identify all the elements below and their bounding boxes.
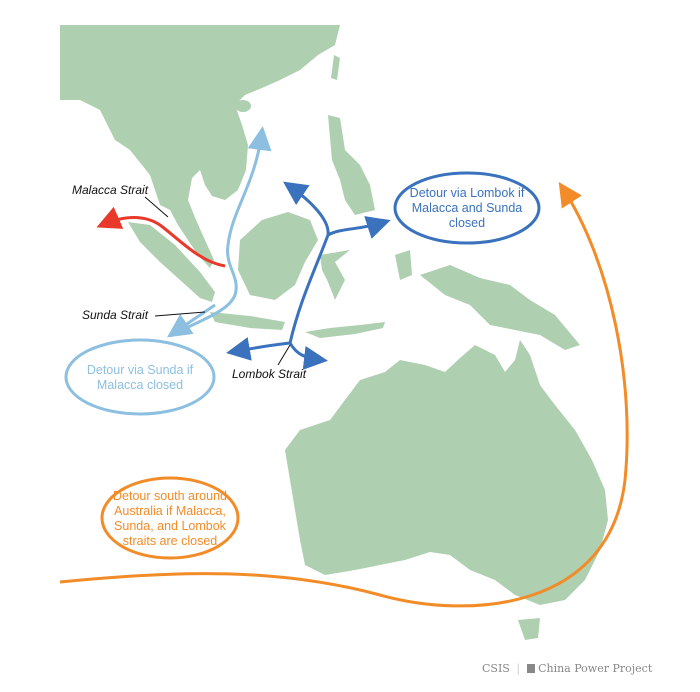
lombok-callout-ellipse bbox=[393, 171, 541, 245]
australia-callout: Detour south around Australia if Malacca… bbox=[102, 489, 238, 549]
callout-line: Detour south around bbox=[113, 489, 227, 503]
lesser-sunda-islands bbox=[305, 322, 385, 338]
china-power-icon bbox=[526, 664, 535, 673]
sunda-route bbox=[169, 126, 272, 338]
sulawesi bbox=[320, 250, 350, 300]
sunda-route-south bbox=[167, 303, 216, 338]
callout-line: Detour via Lombok if bbox=[409, 186, 525, 200]
taiwan bbox=[331, 55, 340, 80]
java bbox=[210, 312, 285, 330]
australia-callout-ellipse bbox=[100, 476, 240, 560]
malacca-route bbox=[96, 206, 226, 268]
philippines bbox=[328, 115, 375, 215]
maluku bbox=[395, 250, 412, 280]
hainan bbox=[235, 100, 251, 112]
separator: | bbox=[516, 662, 521, 675]
sunda-strait-label: Sunda Strait bbox=[82, 308, 149, 322]
landmasses bbox=[60, 25, 608, 640]
lombok-strait-label: Lombok Strait bbox=[232, 367, 307, 381]
callout-line: Sunda, and Lombok bbox=[114, 519, 226, 533]
australia bbox=[285, 340, 608, 605]
callout-line: Malacca and Sunda bbox=[411, 201, 523, 215]
new-guinea bbox=[420, 265, 580, 350]
csis-logo-text: CSIS bbox=[482, 662, 510, 675]
australia-route bbox=[59, 181, 629, 608]
credit: CSIS | China Power Project bbox=[482, 662, 652, 675]
callout-line: Malacca closed bbox=[96, 378, 184, 392]
lombok-callout: Detour via Lombok if Malacca and Sunda c… bbox=[397, 186, 537, 231]
callout-line: Australia if Malacca, bbox=[114, 504, 226, 518]
mainland-asia bbox=[60, 25, 340, 268]
malacca-strait-label: Malacca Strait bbox=[72, 183, 149, 197]
borneo bbox=[238, 212, 318, 300]
callout-line: Detour via Sunda if bbox=[86, 363, 194, 377]
callout-line: straits are closed bbox=[122, 534, 218, 548]
lombok-routes bbox=[226, 181, 391, 370]
sunda-callout: Detour via Sunda if Malacca closed bbox=[70, 363, 210, 393]
callout-line: closed bbox=[448, 216, 486, 230]
sumatra bbox=[128, 222, 215, 302]
tasmania bbox=[518, 618, 540, 640]
project-name: China Power Project bbox=[538, 662, 653, 675]
leader-lines bbox=[144, 196, 291, 366]
sunda-callout-ellipse bbox=[64, 338, 216, 416]
